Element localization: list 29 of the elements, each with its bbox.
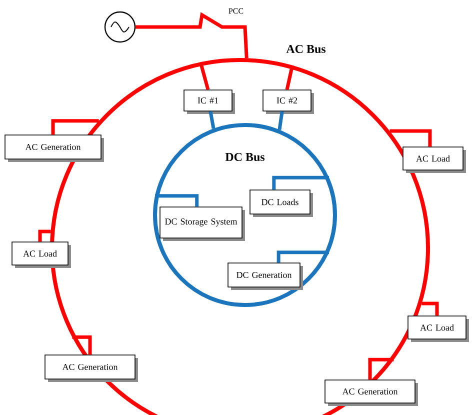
- bus-label: AC Bus: [286, 44, 326, 54]
- component-box: DC Generation: [228, 262, 303, 290]
- component-box: IC #2: [262, 90, 314, 114]
- bus-connection: [422, 302, 439, 316]
- switch-line: [136, 12, 248, 58]
- bus-connection: [368, 358, 394, 380]
- bus-connection: [72, 335, 92, 355]
- bus-connection: [198, 62, 210, 90]
- bus-connection: [278, 111, 284, 130]
- bus-connection: [272, 176, 330, 190]
- edge-label: PCC: [228, 8, 244, 14]
- component-box: AC Generation: [44, 354, 138, 382]
- ac-source-symbol: [104, 11, 136, 43]
- bus-connection: [51, 119, 99, 135]
- component-box: IC #1: [184, 90, 235, 114]
- bus-label: DC Bus: [225, 152, 265, 162]
- component-box: AC Load: [408, 316, 469, 342]
- bus-connection: [285, 64, 294, 90]
- component-box: AC Generation: [324, 380, 418, 406]
- component-box: AC Generation: [4, 134, 104, 162]
- bus-connection: [38, 230, 51, 242]
- component-box: DC Storage System: [160, 206, 245, 241]
- component-box: AC Load: [402, 146, 466, 173]
- bus-connection: [276, 250, 330, 263]
- component-box: DC Loads: [250, 190, 313, 217]
- bus-connection: [390, 129, 432, 147]
- bus-connection: [208, 111, 216, 129]
- component-box: AC Load: [12, 242, 71, 268]
- bus-connection: [155, 194, 199, 207]
